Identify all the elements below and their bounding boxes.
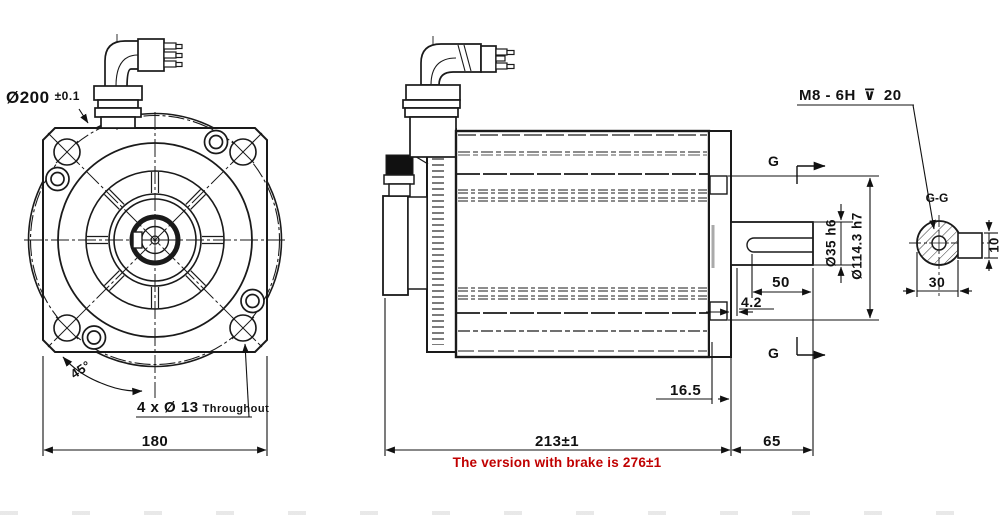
- mounting-holes: [53, 138, 257, 342]
- fin-lines: [456, 134, 709, 352]
- key-width-label: 10: [986, 237, 1000, 253]
- section-mark-bottom: G: [768, 345, 780, 361]
- front-cover-circle: [57, 142, 253, 338]
- brake-note: The version with brake is 276±1: [452, 455, 662, 470]
- flange-diameter-label: Ø200 ±0.1: [6, 88, 80, 108]
- cover-screws: [45, 129, 265, 350]
- side-connector: [402, 36, 515, 158]
- section-view-drawing: [909, 215, 991, 299]
- shaft: [730, 221, 814, 266]
- shaft-keyway: [746, 237, 813, 253]
- spoke-ring: [85, 170, 225, 310]
- flange-diameter-tolerance: ±0.1: [54, 89, 80, 103]
- flat-width-label: 30: [928, 274, 946, 290]
- mounting-holes-note: Throughout: [202, 403, 270, 415]
- dimension-lines: [42, 104, 998, 456]
- shaft-ring: [129, 214, 181, 266]
- depth-symbol: ⊽: [863, 86, 877, 104]
- section-mark-top: G: [768, 153, 780, 169]
- thread-spec-label: M8 - 6H ⊽ 20: [799, 86, 902, 104]
- side-view-drawing: [382, 36, 814, 359]
- flange-diameter-value: Ø200: [6, 88, 50, 107]
- mounting-holes-spec: 4 x Ø 13: [137, 399, 199, 416]
- boss-circle: [113, 198, 197, 282]
- shaft-diameter-label: Ø35 h6: [823, 218, 839, 268]
- small-connector: [385, 154, 414, 176]
- section-title: G-G: [925, 191, 949, 205]
- shaft-length-label: 65: [763, 433, 781, 450]
- shoulder-offset-label: 16.5: [670, 382, 702, 399]
- bolt-circle: [29, 114, 281, 366]
- bottom-edge-artifact: [0, 511, 1000, 515]
- key-section: [957, 232, 983, 259]
- front-keyway: [132, 231, 143, 249]
- thread-depth: 20: [883, 87, 902, 104]
- key-length-label: 50: [772, 274, 790, 291]
- motor-body: [454, 129, 711, 359]
- front-connector: [93, 34, 183, 132]
- encoder-housing: [382, 195, 409, 296]
- pilot-diameter-label: Ø114.3 h7: [849, 212, 865, 280]
- key-start-label: 4.2: [741, 294, 762, 310]
- thread-spec: M8 - 6H: [799, 87, 856, 104]
- body-length-label: 213±1: [534, 433, 580, 450]
- flange-width-label: 180: [141, 433, 169, 450]
- front-view-drawing: [24, 34, 287, 398]
